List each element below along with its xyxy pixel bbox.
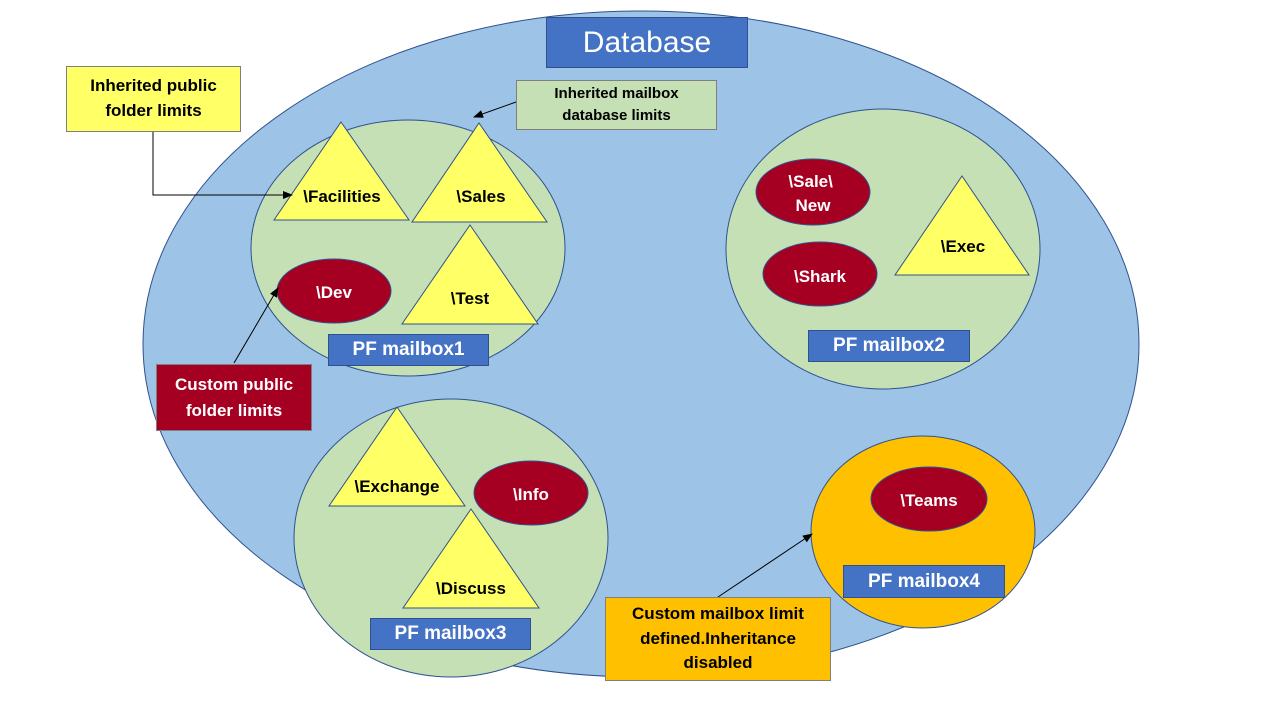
custom-mailbox-callout: Custom mailbox limit defined.Inheritance…	[605, 597, 831, 681]
exchange-folder-triangle	[328, 406, 466, 507]
sales-folder-label: \Sales	[456, 187, 505, 206]
sale-new-folder-label-line2: New	[796, 196, 832, 215]
info-folder-ellipse	[473, 460, 589, 526]
teams-folder-ellipse	[870, 466, 988, 532]
dev-folder-label: \Dev	[316, 283, 352, 302]
pf-mailbox4-label: PF mailbox4	[843, 565, 1005, 598]
sale-new-folder-label-line1: \Sale\	[788, 172, 833, 191]
inherited-public-folder-arrow	[152, 132, 293, 199]
sales-folder-triangle	[411, 122, 548, 223]
pf-mailbox2-label: PF mailbox2	[808, 330, 970, 362]
discuss-folder-triangle	[402, 508, 540, 609]
sale-new-folder-ellipse	[755, 158, 871, 226]
pf-mailbox3-label: PF mailbox3	[370, 618, 531, 650]
exec-folder-triangle	[894, 175, 1030, 276]
exec-folder-label: \Exec	[941, 237, 985, 256]
info-folder-label: \Info	[513, 485, 549, 504]
inherited-database-arrow	[473, 101, 517, 118]
facilities-folder-triangle	[273, 121, 410, 221]
pf-mailbox1-label: PF mailbox1	[328, 334, 489, 366]
shark-folder-label: \Shark	[794, 267, 847, 286]
facilities-folder-label: \Facilities	[303, 187, 380, 206]
inherited-database-callout: Inherited mailbox database limits	[516, 80, 717, 130]
custom-public-folder-arrow	[233, 287, 279, 364]
sale-new-folder-label: \Sale\ New	[788, 172, 837, 215]
database-title: Database	[546, 17, 748, 68]
teams-folder-label: \Teams	[900, 491, 957, 510]
test-folder-label: \Test	[451, 289, 490, 308]
pf-mailbox4-circle	[810, 435, 1036, 629]
test-folder-triangle	[401, 224, 539, 325]
discuss-folder-label: \Discuss	[436, 579, 506, 598]
inherited-public-folder-callout: Inherited public folder limits	[66, 66, 241, 132]
custom-mailbox-arrow	[717, 533, 813, 598]
custom-public-folder-callout: Custom public folder limits	[156, 364, 312, 431]
shark-folder-ellipse	[762, 241, 878, 307]
exchange-folder-label: \Exchange	[354, 477, 439, 496]
